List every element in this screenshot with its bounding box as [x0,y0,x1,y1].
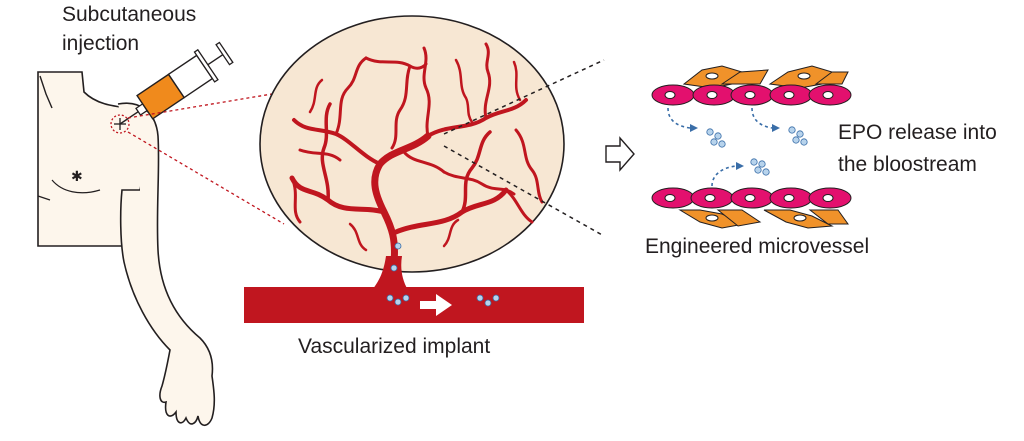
endothelial-row-top [651,84,852,106]
vessel-network [289,42,544,266]
implant [244,15,584,323]
injection-site-circle [110,114,130,134]
label-injection-line2: injection [62,32,140,55]
neck-line [39,75,53,109]
pericytes-bottom [678,209,849,229]
label-vascularized-implant: Vascularized implant [298,335,491,358]
armpit-line [37,195,51,201]
engineered-microvessel [651,65,852,229]
label-epo-line1: EPO release into [838,121,997,144]
label-engineered-microvessel: Engineered microvessel [645,235,870,258]
host-blood-vessel [244,287,584,323]
secretion-arrowheads [690,124,780,170]
white-right-arrow-icon [420,294,452,316]
vessel-stalk [372,256,408,290]
outline-right-arrow-icon [605,136,635,172]
zoom-lines [443,59,605,237]
label-injection-line1: Subcutaneous [62,3,197,26]
syringe-plunger-rod [207,54,224,66]
syringe [119,41,234,125]
pericytes-top [682,65,849,89]
asterisk-icon: ✱ [71,169,83,185]
epo-particles-in-vessel [386,242,500,307]
arm-outline [117,102,216,427]
syringe-flange [193,48,219,83]
human-figure: ✱ [37,71,216,427]
magnifier-lines [127,91,285,225]
syringe-plunger-cap [215,41,234,66]
epo-clusters [706,126,808,176]
endothelial-row-bottom [651,187,852,209]
label-epo-line2: the bloostream [838,153,977,176]
chest-line [51,179,101,194]
secretion-arrows [667,107,773,187]
